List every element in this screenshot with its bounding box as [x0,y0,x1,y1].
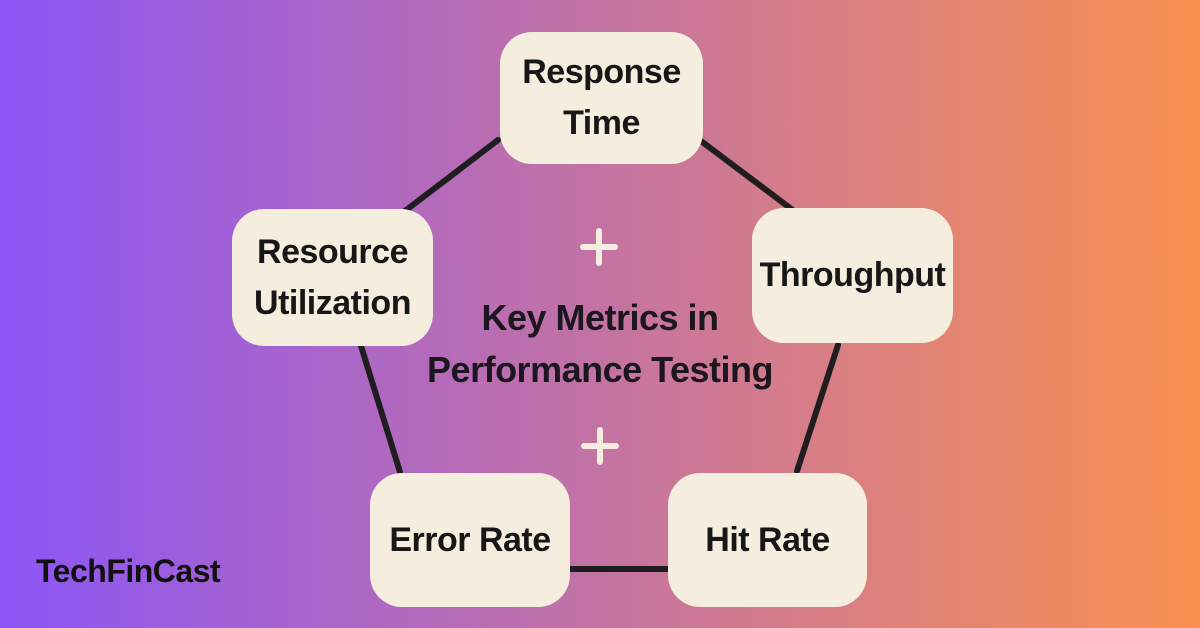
node-resource-utilization: Resource Utilization [232,209,433,346]
plus-icon-bar [597,427,603,465]
diagram-title-line2: Performance Testing [427,349,773,390]
diagram-title-line1: Key Metrics in [481,297,719,338]
node-hit-rate-label: Hit Rate [705,520,830,559]
brand-watermark: TechFinCast [36,553,221,589]
node-error-rate: Error Rate [370,473,570,607]
node-hit-rate: Hit Rate [668,473,867,607]
plus-icon [580,228,618,266]
edge-responsetime-throughput [698,138,797,214]
edge-resourceutilization-errorrate [358,343,403,475]
plus-icon-bar [596,228,602,266]
node-throughput: Throughput [752,208,953,343]
node-error-rate-label: Error Rate [389,520,551,559]
node-throughput-label: Throughput [759,256,946,294]
node-response-time-label: Response Time [522,53,681,142]
node-resource-utilization-label: Resource Utilization [254,232,411,322]
diagram-title: Key Metrics in Performance Testing [0,292,1200,396]
edge-responsetime-resourceutilization [398,137,501,217]
node-response-time: Response Time [500,32,703,164]
plus-icon [581,427,619,465]
edge-throughput-hitrate [794,342,841,474]
